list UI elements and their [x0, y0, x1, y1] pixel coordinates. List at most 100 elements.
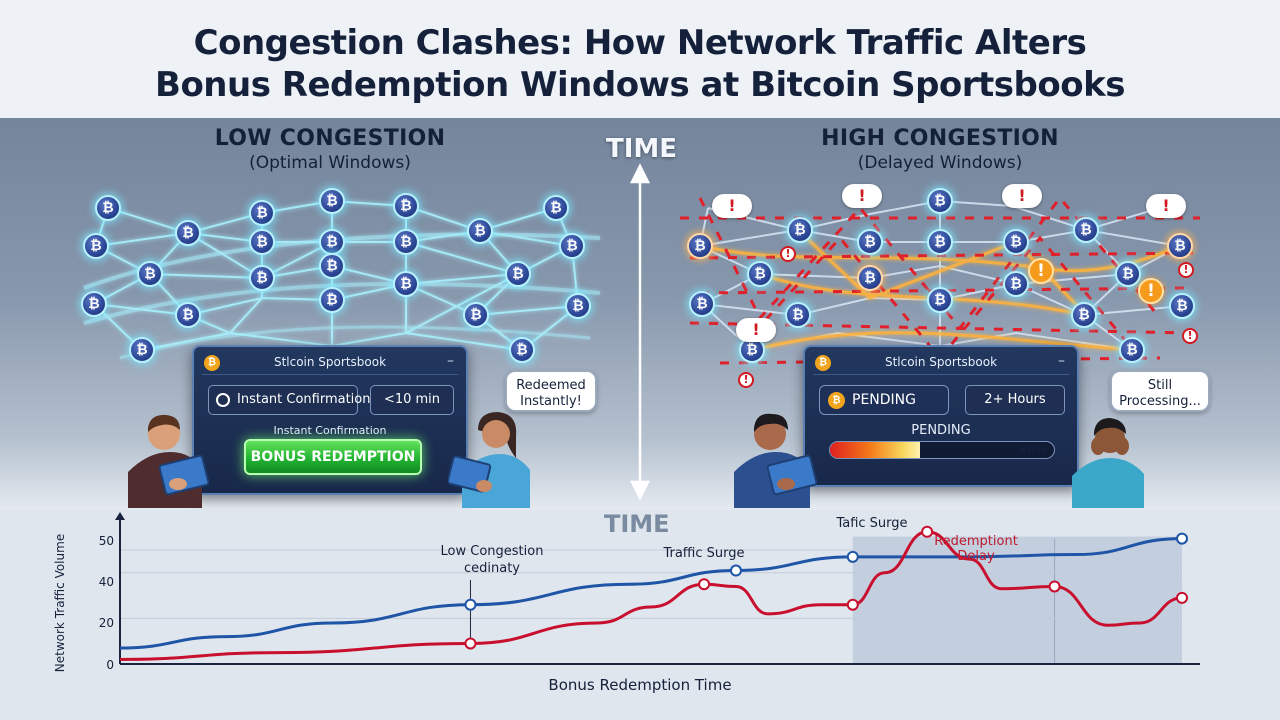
annotation-low-congestion: Low Congestion [440, 544, 544, 559]
bitcoin-node-icon: ₿ [565, 293, 591, 319]
y-tick-label: 0 [106, 658, 114, 672]
person-man-tablet-waiting [734, 413, 818, 508]
warning-icon: ! [780, 246, 796, 262]
bitcoin-node-icon: ₿ [857, 265, 883, 291]
data-point [464, 637, 477, 650]
y-tick-label: 50 [98, 534, 114, 548]
pill-label: PENDING [852, 392, 916, 408]
cloud-alert-icon: ! [1002, 184, 1042, 208]
bitcoin-node-icon: ₿ [393, 229, 419, 255]
bitcoin-node-icon: ₿ [747, 261, 773, 287]
duration-pill: <10 min [370, 385, 454, 415]
high-congestion-title: HIGH CONGESTION [821, 126, 1059, 151]
time-axis-label: TIME [606, 134, 678, 164]
card-brand: Stlcoin Sportsbook [273, 355, 387, 369]
pending-progress-bar: 40% [829, 441, 1055, 459]
bitcoin-logo-icon: ₿ [815, 355, 831, 371]
data-point [921, 525, 934, 538]
person-woman-frustrated [1072, 418, 1144, 508]
bitcoin-node-icon: ₿ [1119, 337, 1145, 363]
bitcoin-node-icon: ₿ [175, 220, 201, 246]
warning-icon: ! [738, 372, 754, 388]
bitcoin-node-icon: ₿ [687, 233, 713, 259]
traffic-chart-svg [115, 512, 1200, 665]
bitcoin-node-icon: ₿ [129, 337, 155, 363]
bonus-redemption-button[interactable]: BONUS REDEMPTION [244, 439, 422, 475]
confirmation-label: Instant Confirmation [273, 424, 387, 437]
bitcoin-node-icon: ₿ [1115, 261, 1141, 287]
bitcoin-node-icon: ₿ [249, 229, 275, 255]
bitcoin-node-icon: ₿ [1073, 217, 1099, 243]
cloud-alert-icon: ! [1146, 194, 1186, 218]
time-axis-label-bottom: TIME [604, 510, 670, 538]
data-point [846, 550, 859, 563]
page-title-line-2: Bonus Redemption Windows at Bitcoin Spor… [155, 65, 1125, 105]
data-point [698, 578, 711, 591]
warning-icon: ! [1138, 278, 1164, 304]
card-titlebar: ₿ Stlcoin Sportsbook – [202, 353, 458, 375]
card-titlebar: ₿ Stlcoin Sportsbook – [813, 353, 1069, 375]
clock-icon [216, 393, 230, 407]
bitcoin-node-icon: ₿ [927, 188, 953, 214]
warning-icon: ! [1182, 328, 1198, 344]
person-man-tablet [128, 414, 210, 508]
data-point [846, 598, 859, 611]
low-congestion-heading: LOW CONGESTION (Optimal Windows) [180, 126, 480, 173]
annotation-traffic-surge-peak: Tafic Surge [836, 516, 908, 531]
bitcoin-node-icon: ₿ [319, 287, 345, 313]
bitcoin-node-icon: ₿ [249, 200, 275, 226]
bitcoin-node-icon: ₿ [95, 195, 121, 221]
minimize-icon[interactable]: – [1058, 353, 1065, 369]
bitcoin-node-icon: ₿ [83, 233, 109, 259]
pill-label: <10 min [383, 392, 441, 407]
bitcoin-node-icon: ₿ [137, 261, 163, 287]
bitcoin-node-icon: ₿ [393, 271, 419, 297]
bitcoin-node-icon: ₿ [1003, 229, 1029, 255]
progress-fill [830, 442, 920, 458]
bitcoin-node-icon: ₿ [559, 233, 585, 259]
annotation-traffic-surge: Traffic Surge [663, 546, 745, 561]
bitcoin-node-icon: ₿ [787, 217, 813, 243]
bitcoin-node-icon: ₿ [505, 261, 531, 287]
header: Congestion Clashes: How Network Traffic … [0, 0, 1280, 118]
y-axis-title: Network Traffic Volume [53, 533, 67, 673]
card-brand: Stlcoin Sportsbook [884, 355, 998, 369]
x-axis-title: Bonus Redemption Time [548, 676, 732, 694]
minimize-icon[interactable]: – [447, 353, 454, 369]
cloud-alert-icon: ! [712, 194, 752, 218]
bitcoin-node-icon: ₿ [1071, 302, 1097, 328]
bitcoin-node-icon: ₿ [509, 337, 535, 363]
high-sportsbook-card: ₿ Stlcoin Sportsbook – ₿ PENDING 2+ Hour… [803, 345, 1079, 487]
data-point [1048, 580, 1061, 593]
pending-label: PENDING [911, 423, 971, 438]
pill-label: 2+ Hours [984, 392, 1046, 407]
low-congestion-subtitle: (Optimal Windows) [249, 153, 411, 173]
bitcoin-logo-icon: ₿ [204, 355, 220, 371]
duration-pill: 2+ Hours [965, 385, 1065, 415]
cloud-alert-icon: ! [736, 318, 776, 342]
data-point [729, 564, 742, 577]
speech-bubble-processing: Still Processing... [1110, 370, 1210, 412]
data-point [464, 598, 477, 611]
low-sportsbook-card: ₿ Stlcoin Sportsbook – Instant Confirmat… [192, 345, 468, 495]
cloud-alert-icon: ! [842, 184, 882, 208]
bitcoin-node-icon: ₿ [393, 193, 419, 219]
annotation-low-congestion-sub: cedinaty [463, 561, 520, 576]
bitcoin-node-icon: ₿ [927, 229, 953, 255]
bitcoin-node-icon: ₿ [543, 195, 569, 221]
y-axis-arrow [115, 512, 125, 520]
warning-icon: ! [1028, 258, 1054, 284]
bitcoin-node-icon: ₿ [319, 188, 345, 214]
bitcoin-node-icon: ₿ [249, 265, 275, 291]
blue-series-line [119, 537, 1183, 650]
low-congestion-title: LOW CONGESTION [214, 126, 446, 151]
illustration-stage: LOW CONGESTION (Optimal Windows) HIGH CO… [0, 118, 1280, 510]
person-woman-tablet [448, 412, 530, 508]
data-point [1176, 591, 1188, 604]
high-congestion-subtitle: (Delayed Windows) [857, 153, 1023, 173]
bitcoin-node-icon: ₿ [1003, 271, 1029, 297]
bitcoin-node-icon: ₿ [1169, 293, 1195, 319]
page-title-line-1: Congestion Clashes: How Network Traffic … [193, 23, 1087, 63]
instant-confirmation-pill: Instant Confirmation [208, 385, 371, 415]
bitcoin-logo-icon: ₿ [828, 392, 845, 409]
